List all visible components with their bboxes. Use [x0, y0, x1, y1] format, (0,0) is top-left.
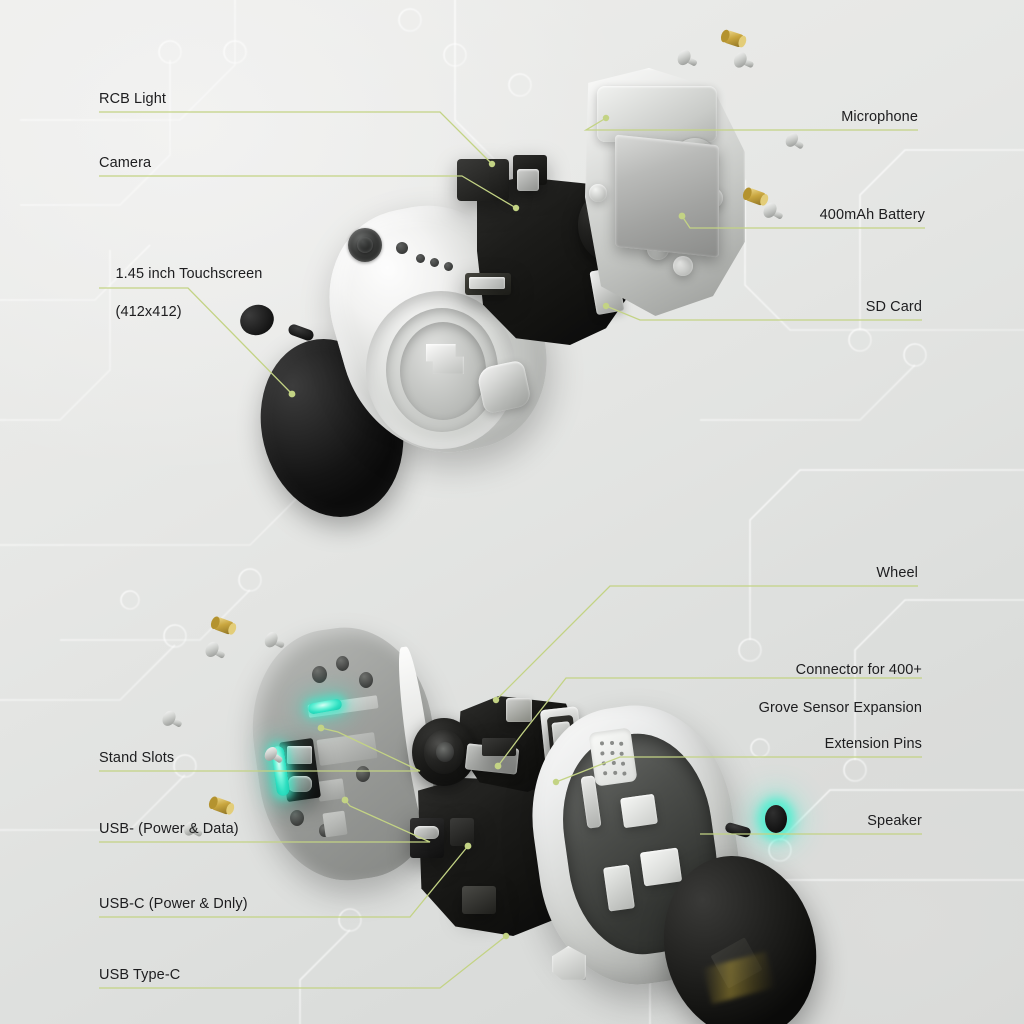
leader-sd-card: [605, 305, 922, 321]
leader-camera: [99, 175, 517, 209]
leader-extension-pins: [555, 756, 922, 783]
callout-label-microphone[interactable]: Microphone: [841, 109, 918, 125]
leader-grove: [497, 677, 922, 767]
leader-rgb-light: [99, 111, 493, 165]
callout-label-extension-pins[interactable]: Extension Pins: [824, 736, 922, 752]
callout-label-sd-card[interactable]: SD Card: [865, 299, 922, 315]
callout-label-battery[interactable]: 400mAh Battery: [819, 207, 925, 223]
callout-label-usb-data[interactable]: USB- (Power & Data): [99, 821, 239, 837]
callout-label-stand-slots[interactable]: Stand Slots: [99, 750, 175, 766]
leader-battery: [681, 215, 925, 229]
leader-wheel: [495, 585, 918, 701]
leader-usb-type-c: [99, 935, 507, 989]
callout-label-camera[interactable]: Camera: [99, 155, 152, 171]
leader-microphone: [583, 117, 918, 131]
callout-label-speaker[interactable]: Speaker: [867, 813, 922, 829]
callout-label-grove-line1: Connector for 400+: [795, 662, 922, 678]
part-front-shell: [305, 189, 571, 469]
part-back-housing: [575, 60, 780, 335]
callout-label-grove-line2: Grove Sensor Expansion: [758, 700, 922, 716]
part-speaker-unit: [765, 805, 787, 833]
leader-usb-data: [99, 799, 431, 843]
leader-stand-slots: [99, 727, 421, 772]
leader-usb-c: [99, 845, 469, 918]
callout-label-grove[interactable]: Connector for 400+ Grove Sensor Expansio…: [680, 642, 922, 737]
callout-label-usb-c-dnly[interactable]: USB-C (Power & Dnly): [99, 896, 248, 912]
callout-label-wheel[interactable]: Wheel: [876, 565, 918, 581]
callout-label-touchscreen[interactable]: 1.45 inch Touchscreen (412x412): [99, 246, 263, 341]
callout-label-rgb-light[interactable]: RCB Light: [99, 91, 166, 107]
callout-label-usb-type-c[interactable]: USB Type-C: [99, 967, 181, 983]
leader-touchscreen: [99, 287, 293, 395]
callout-label-touchscreen-line1: 1.45 inch Touchscreen: [115, 266, 263, 282]
part-front-shell-2: [517, 693, 760, 1000]
part-back-plate: [239, 616, 453, 892]
callout-label-touchscreen-line2: (412x412): [115, 304, 182, 320]
